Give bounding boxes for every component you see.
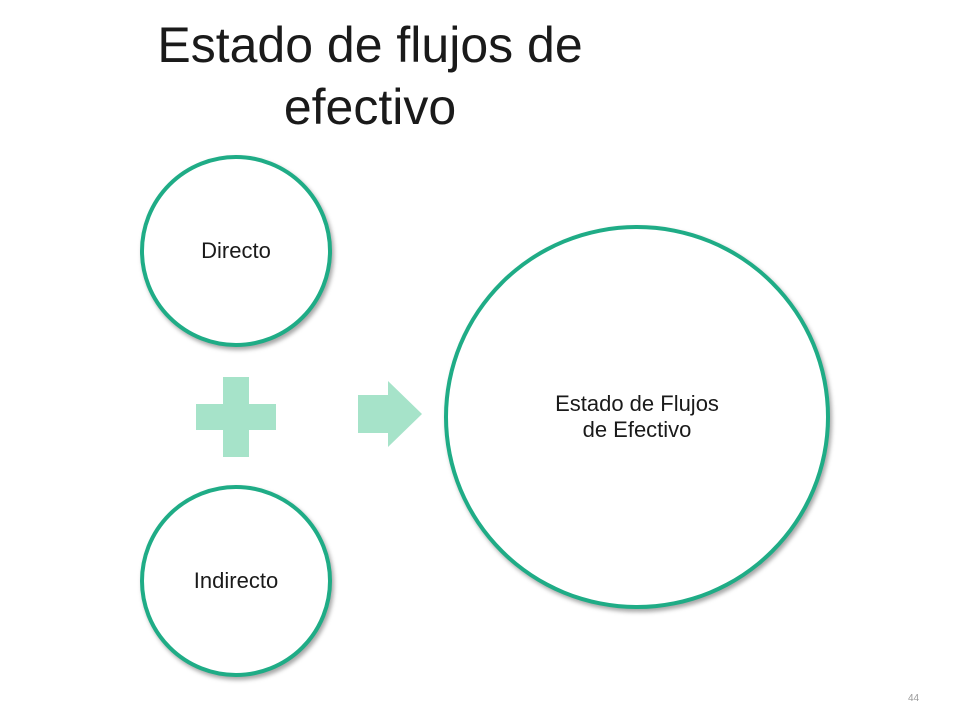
- indirecto-label: Indirecto: [193, 568, 279, 593]
- arrow-shape: [358, 381, 422, 447]
- estado-flujos-circle: Estado de Flujos de Efectivo: [444, 225, 830, 609]
- estado-flujos-label: Estado de Flujos de Efectivo: [555, 391, 719, 442]
- arrow-right-icon: [358, 381, 422, 447]
- plus-icon: [196, 377, 276, 457]
- directo-label: Directo: [201, 238, 271, 263]
- plus-shape: [196, 377, 276, 457]
- slide-title: Estado de flujos de efectivo: [157, 17, 583, 135]
- indirecto-circle: Indirecto: [140, 485, 332, 677]
- page-number: 44: [908, 693, 920, 704]
- directo-circle: Directo: [140, 155, 332, 347]
